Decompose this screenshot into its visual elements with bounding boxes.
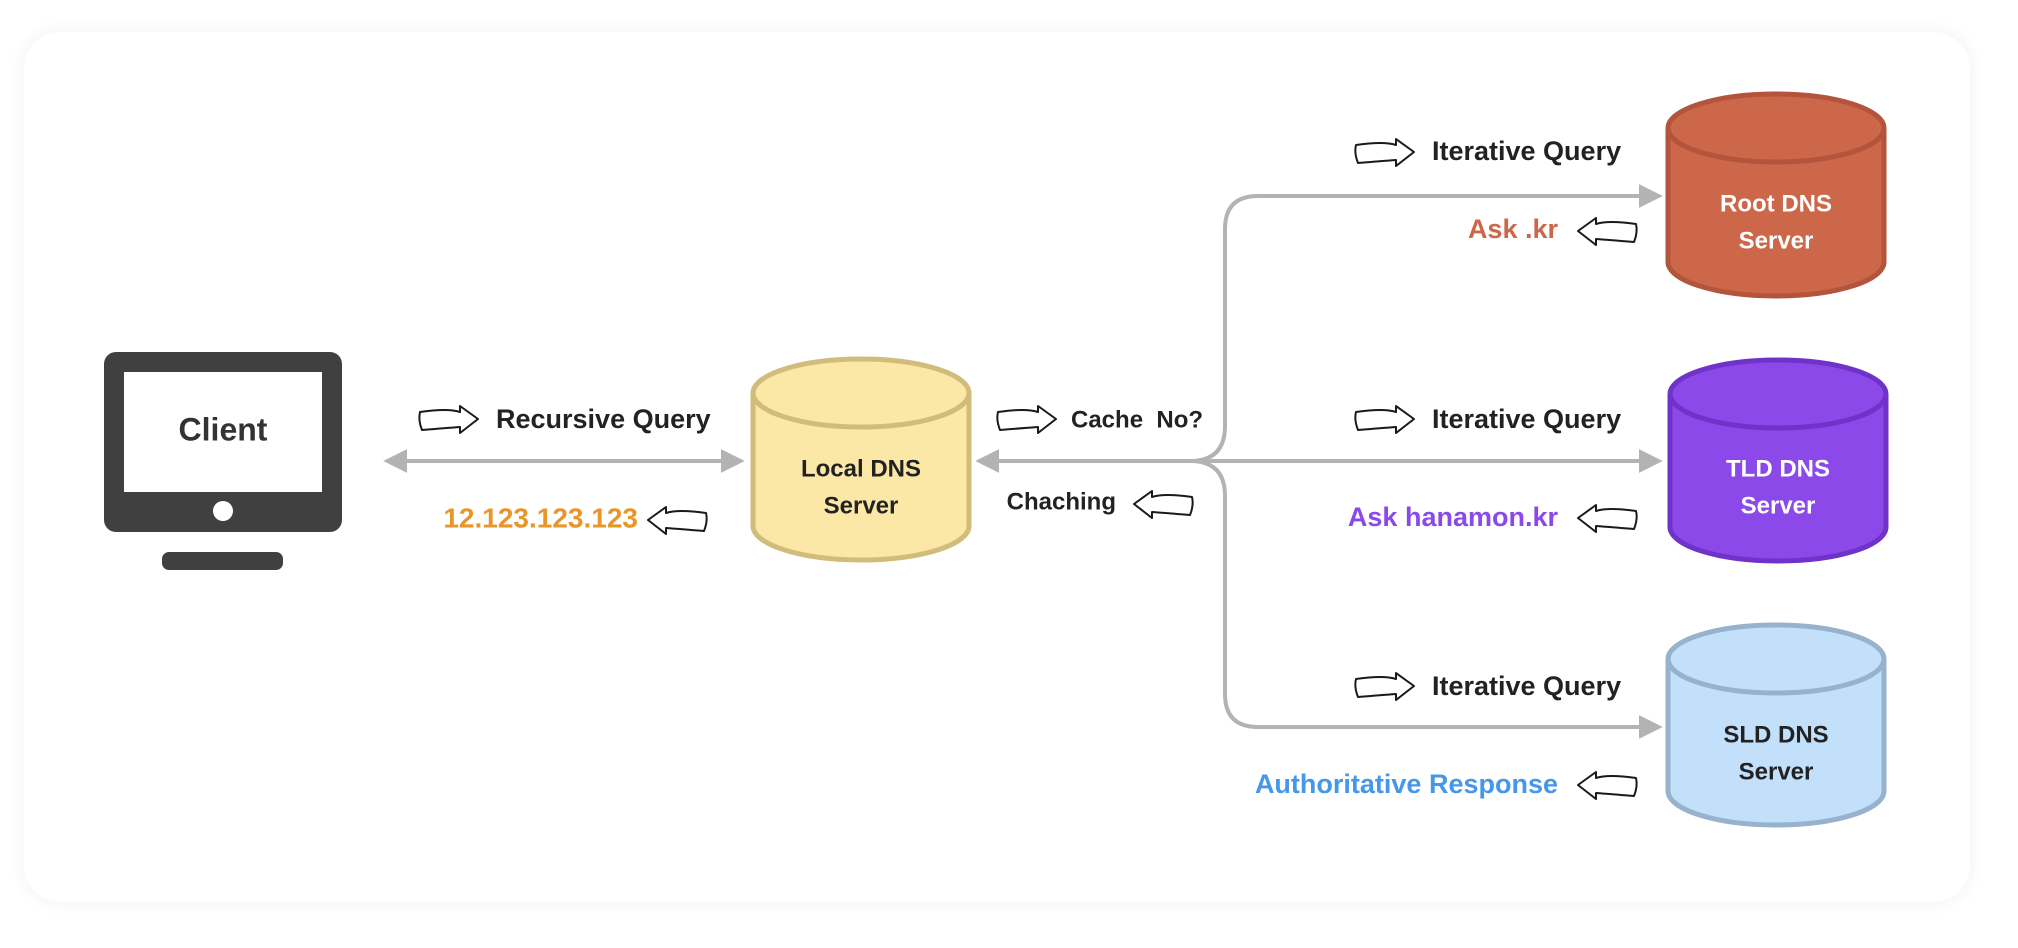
sld-response-label: Authoritative Response	[1255, 769, 1558, 799]
right-arrow-icon	[1354, 672, 1415, 701]
tld-dns-label-1: TLD DNS	[1726, 455, 1830, 482]
root-dns-server: Root DNS Server	[1665, 91, 1887, 299]
branch-sld-connector	[1189, 459, 1663, 739]
left-arrow-icon	[1577, 771, 1638, 800]
right-arrow-icon	[418, 405, 479, 434]
direction-arrows	[418, 138, 1638, 800]
sld-query-label: Iterative Query	[1432, 671, 1621, 701]
local-dns-label-2: Server	[824, 492, 899, 519]
monitor-screen	[124, 372, 322, 492]
power-button-icon	[213, 501, 233, 521]
right-arrow-icon	[1354, 138, 1415, 167]
root-response-label: Ask .kr	[1468, 214, 1559, 244]
tld-response-label: Ask hanamon.kr	[1348, 502, 1559, 532]
client-monitor: Client	[104, 352, 342, 570]
sld-dns-label-2: Server	[1739, 758, 1814, 785]
tld-dns-body	[1667, 394, 1889, 564]
left-arrow-icon	[1577, 217, 1638, 246]
tld-dns-server: TLD DNS Server	[1667, 357, 1889, 564]
right-arrow-icon	[1354, 405, 1415, 434]
sld-dns-server: SLD DNS Server	[1665, 622, 1887, 828]
connectors	[383, 184, 1663, 739]
sld-dns-label-1: SLD DNS	[1723, 721, 1828, 748]
right-arrow-icon	[996, 405, 1057, 434]
root-query-label: Iterative Query	[1432, 136, 1621, 166]
root-dns-label-1: Root DNS	[1720, 190, 1832, 217]
cache-question-label: Cache No?	[1071, 406, 1203, 433]
client-label: Client	[179, 411, 268, 447]
root-dns-body	[1665, 128, 1887, 299]
local-dns-body	[750, 393, 972, 563]
sld-dns-body	[1665, 659, 1887, 828]
local-dns-server: Local DNS Server	[750, 356, 972, 563]
tld-dns-top	[1667, 357, 1889, 431]
left-arrow-icon	[1577, 504, 1638, 533]
tld-dns-label-2: Server	[1741, 492, 1816, 519]
root-dns-top	[1665, 91, 1887, 165]
root-dns-label-2: Server	[1739, 227, 1814, 254]
branch-root-connector	[1189, 184, 1663, 463]
recursive-query-label: Recursive Query	[496, 404, 711, 434]
tld-query-label: Iterative Query	[1432, 404, 1621, 434]
sld-dns-top	[1665, 622, 1887, 696]
local-dns-top	[750, 356, 972, 430]
client-answer-label: 12.123.123.123	[443, 502, 638, 533]
left-arrow-icon	[647, 506, 708, 535]
local-dns-label-1: Local DNS	[801, 455, 921, 482]
flow-labels: Recursive Query 12.123.123.123 Cache No?…	[443, 136, 1621, 799]
left-arrow-icon	[1133, 490, 1194, 519]
caching-label: Chaching	[1007, 488, 1116, 515]
monitor-stand	[162, 552, 283, 570]
